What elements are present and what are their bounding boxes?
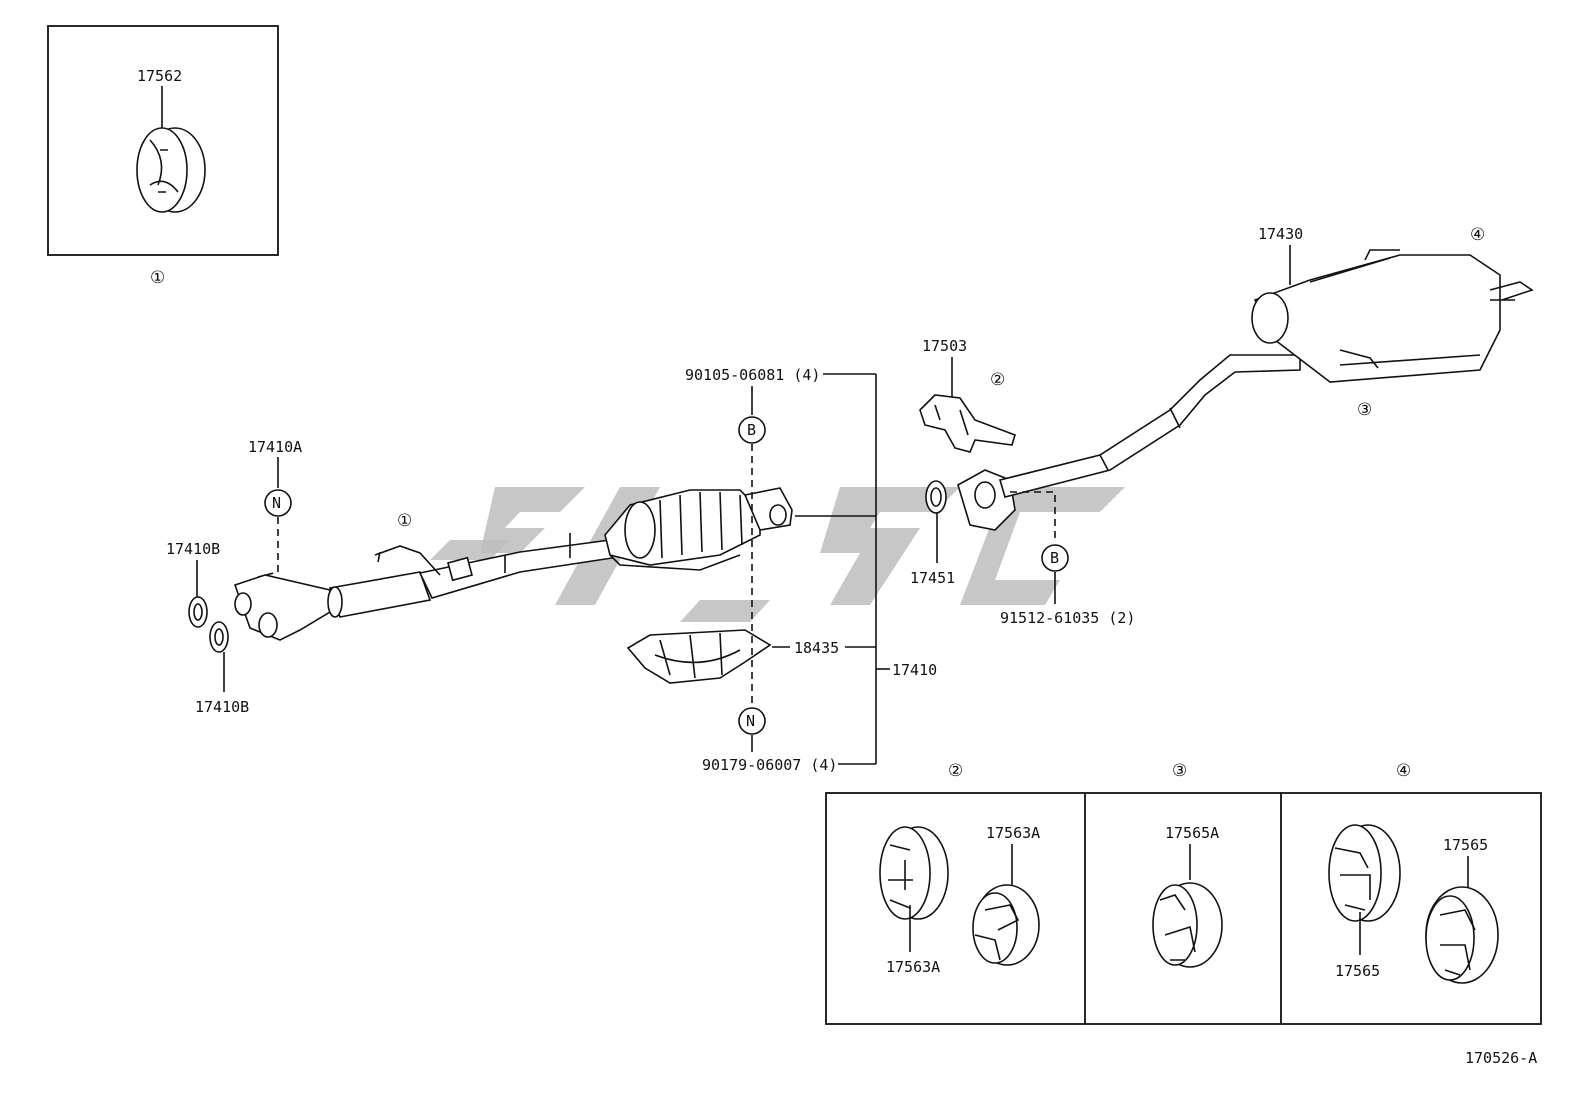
circle-marker-2-bracket: ② xyxy=(990,370,1005,390)
rubber-hanger-17565-left xyxy=(1328,824,1401,922)
bolt-marker-B-left xyxy=(738,416,766,444)
bolt-marker-B-right xyxy=(1041,544,1069,572)
diagram-reference-number: 170526-A xyxy=(1465,1049,1537,1067)
rubber-hanger-17565A xyxy=(1152,882,1223,968)
rubber-hanger-17563A-right xyxy=(972,884,1040,966)
circle-marker-4-panel: ④ xyxy=(1396,761,1411,781)
part-label-17565A: 17565A xyxy=(1165,824,1219,842)
rubber-hanger-17565-right xyxy=(1425,886,1499,984)
part-label-17565-top: 17565 xyxy=(1443,836,1488,854)
nut-marker-N-bottom-label: N xyxy=(746,712,755,730)
circle-marker-3-panel: ③ xyxy=(1172,761,1187,781)
circle-marker-4-muffler: ④ xyxy=(1470,225,1485,245)
dashed-leader-N-top xyxy=(257,517,279,578)
part-label-17410A: 17410A xyxy=(248,438,302,456)
rubber-hanger-17562 xyxy=(136,127,206,213)
circle-marker-2-panel: ② xyxy=(948,761,963,781)
hanger-detail-box xyxy=(825,792,1542,1025)
part-label-17430: 17430 xyxy=(1258,225,1303,243)
catalytic-converter xyxy=(604,487,793,571)
nut-marker-N-bottom xyxy=(738,707,766,735)
part-label-17562: 17562 xyxy=(137,67,182,85)
heat-insulator-18435 xyxy=(626,629,772,684)
part-label-17503: 17503 xyxy=(922,337,967,355)
front-exhaust-pipe xyxy=(233,533,613,641)
dashed-leader-B-right xyxy=(1010,491,1056,543)
exhaust-bracket-17503 xyxy=(919,394,1016,453)
circle-marker-1-inset: ① xyxy=(150,268,165,288)
gasket-17410B-upper xyxy=(188,596,208,628)
gasket-17410B-lower xyxy=(209,621,229,653)
rubber-hanger-17563A-left xyxy=(879,826,949,920)
circle-marker-1-pipe: ① xyxy=(397,511,412,531)
bolt-marker-B-left-label: B xyxy=(747,421,756,439)
part-label-17565-bot: 17565 xyxy=(1335,962,1380,980)
part-label-90179: 90179-06007 (4) xyxy=(702,756,837,774)
inset-box-1 xyxy=(47,25,279,256)
part-label-17563A-top: 17563A xyxy=(986,824,1040,842)
part-label-18435: 18435 xyxy=(794,639,839,657)
part-label-17410B-top: 17410B xyxy=(166,540,220,558)
part-label-91512: 91512-61035 (2) xyxy=(1000,609,1135,627)
nut-marker-N-top xyxy=(264,489,292,517)
part-label-17451: 17451 xyxy=(910,569,955,587)
part-label-90105: 90105-06081 (4) xyxy=(685,366,820,384)
gasket-17451 xyxy=(925,480,947,514)
part-label-17410: 17410 xyxy=(892,661,937,679)
bolt-marker-B-right-label: B xyxy=(1050,549,1059,567)
part-label-17410B-bot: 17410B xyxy=(195,698,249,716)
tail-pipe-muffler xyxy=(957,249,1534,531)
part-label-17563A-bot: 17563A xyxy=(886,958,940,976)
nut-marker-N-top-label: N xyxy=(272,494,281,512)
circle-marker-3-pipe: ③ xyxy=(1357,400,1372,420)
